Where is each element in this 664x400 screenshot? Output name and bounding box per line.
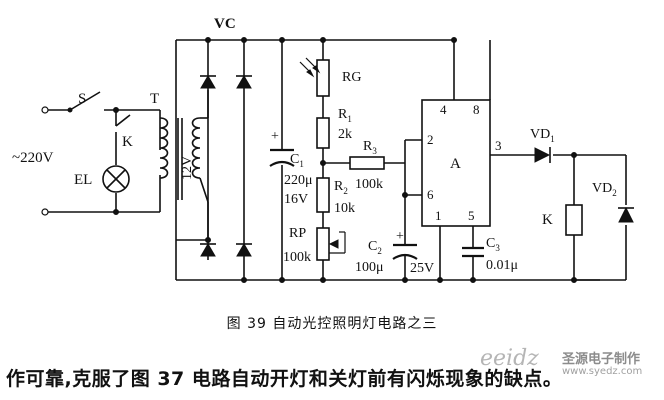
label-c2-voltage: 25V — [410, 261, 434, 276]
label-pin6: 6 — [427, 187, 434, 202]
watermark-title: 圣源电子制作 — [562, 352, 641, 367]
watermark: eeidz 圣源电子制作 www.syedz.com — [476, 344, 662, 388]
bridge-diode-1 — [200, 75, 216, 89]
label-lamp-el: EL — [74, 172, 92, 188]
label-r1: R1 — [338, 107, 352, 124]
label-r2-value: 10k — [334, 201, 355, 216]
label-transformer-t: T — [150, 91, 159, 107]
label-pin4: 4 — [440, 102, 447, 117]
label-rp-value: 100k — [283, 250, 311, 265]
label-vd1: VD1 — [530, 127, 555, 144]
diode-vd2 — [618, 206, 634, 223]
label-pin3: 3 — [495, 138, 502, 153]
capacitor-c1 — [269, 148, 295, 167]
bridge-diode-3 — [200, 243, 216, 257]
label-pin2: 2 — [427, 132, 434, 147]
mains-terminal-bottom — [41, 208, 49, 216]
label-c3: C3 — [486, 236, 500, 253]
mains-terminal-top — [41, 106, 49, 114]
label-vd2: VD2 — [592, 181, 617, 198]
watermark-logo: eeidz — [480, 346, 539, 371]
photoresistor-rg — [299, 57, 330, 97]
capacitor-c3 — [462, 246, 484, 258]
capacitor-c2 — [392, 243, 418, 260]
junction-dots — [113, 37, 577, 283]
label-pin1: 1 — [435, 208, 442, 223]
label-c2-capacitance: 100μ — [355, 260, 384, 275]
label-c1-plus: + — [271, 129, 279, 144]
label-c3-value: 0.01μ — [486, 258, 518, 273]
label-relay-contact-k: K — [122, 134, 133, 150]
body-text-line: 作可靠,克服了图 37 电路自动开灯和关灯前有闪烁现象的缺点。 — [6, 368, 563, 390]
label-c2: C2 — [368, 239, 382, 256]
figure-caption: 图 39 自动光控照明灯电路之三 — [226, 316, 438, 332]
transformer-t — [159, 117, 209, 203]
label-rg: RG — [342, 70, 361, 85]
label-r2: R2 — [334, 179, 348, 196]
label-switch-s: S — [78, 91, 86, 107]
label-vc: VC — [214, 16, 236, 32]
timer-ic-a — [421, 99, 491, 227]
label-r1-value: 2k — [338, 127, 352, 142]
bridge-diode-4 — [236, 243, 252, 257]
label-pin5: 5 — [468, 208, 475, 223]
label-r3: R3 — [363, 139, 377, 156]
relay-coil-k — [565, 204, 583, 236]
label-rp: RP — [289, 226, 306, 241]
lamp-el — [102, 165, 130, 193]
resistor-r2 — [316, 177, 330, 213]
label-secondary-voltage: 12V — [180, 156, 195, 180]
relay-contact-k — [115, 114, 131, 127]
label-c2-plus: + — [396, 229, 404, 244]
label-ic-a: A — [450, 156, 461, 172]
label-relay-coil-k: K — [542, 212, 553, 228]
resistor-r3 — [349, 156, 385, 170]
label-c1-capacitance: 220μ — [284, 173, 313, 188]
bridge-diode-2 — [236, 75, 252, 89]
potentiometer-rp — [316, 227, 339, 261]
resistor-r1 — [316, 117, 330, 149]
diode-vd1 — [534, 147, 551, 163]
label-c1: C1 — [290, 152, 304, 169]
switch-s — [67, 91, 101, 113]
label-c1-voltage: 16V — [284, 192, 308, 207]
label-r3-value: 100k — [355, 177, 383, 192]
label-mains-voltage: ~220V — [12, 150, 54, 166]
watermark-url: www.syedz.com — [562, 366, 643, 377]
label-pin8: 8 — [473, 102, 480, 117]
